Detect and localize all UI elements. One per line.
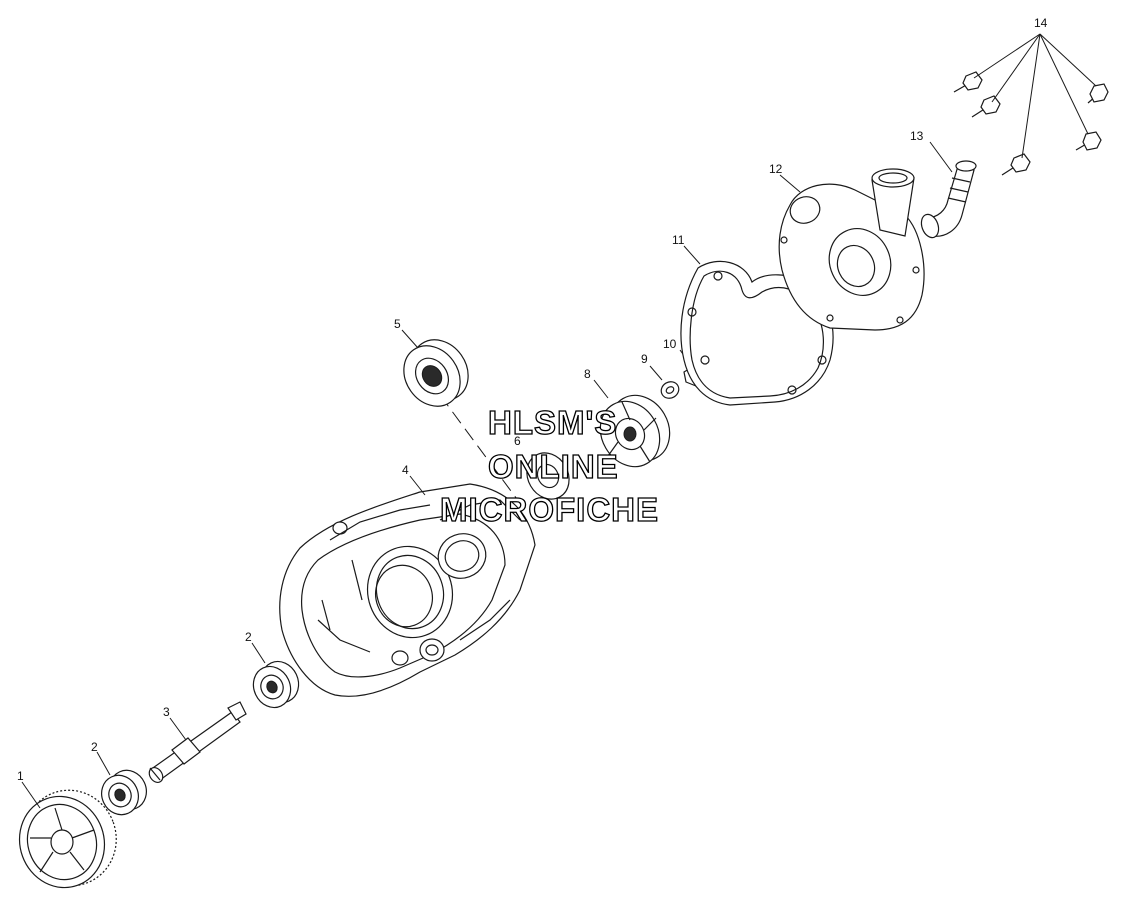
watermark-line-2: ONLINE (488, 448, 619, 485)
callout-6: 6 (514, 434, 521, 448)
callout-11: 11 (672, 233, 685, 247)
part-14-bolts (953, 71, 1109, 176)
callout-2-lower: 2 (91, 740, 98, 754)
callout-10: 10 (663, 337, 677, 351)
part-5-seal (403, 339, 469, 407)
bolt-1 (953, 71, 983, 93)
callout-4: 4 (402, 463, 409, 477)
part-6-mechanical-seal (526, 452, 570, 500)
assembly-axis-line (439, 394, 526, 511)
part-13-elbow-fitting (920, 160, 977, 239)
watermark-line-3: MICROFICHE (440, 491, 659, 528)
callout-2-upper: 2 (245, 630, 252, 644)
bolt-4 (1087, 83, 1109, 104)
callout-13: 13 (910, 129, 924, 143)
part-2-bearing-upper (252, 660, 300, 709)
callout-1: 1 (17, 769, 24, 783)
callout-14: 14 (1034, 16, 1048, 30)
bolt-5 (1075, 131, 1102, 151)
callout-5: 5 (394, 317, 401, 331)
part-8-impeller (599, 394, 671, 468)
callout-9: 9 (641, 352, 648, 366)
part-12-pump-cover (778, 168, 925, 331)
bolt-3 (1001, 153, 1031, 176)
part-9-washer (660, 381, 680, 399)
callout-8: 8 (584, 367, 591, 381)
part-1-drive-gear (18, 789, 117, 889)
bolt-2 (971, 95, 1001, 118)
callout-12: 12 (769, 162, 783, 176)
part-2-bearing-lower (101, 769, 147, 816)
callout-3: 3 (163, 705, 170, 719)
watermark: HLSM'S ONLINE MICROFICHE (439, 403, 659, 528)
leader-14 (973, 33, 1097, 159)
watermark-line-1: HLSM'S (488, 404, 617, 441)
part-4-pump-housing (279, 483, 536, 697)
part-3-pump-shaft (148, 701, 247, 784)
